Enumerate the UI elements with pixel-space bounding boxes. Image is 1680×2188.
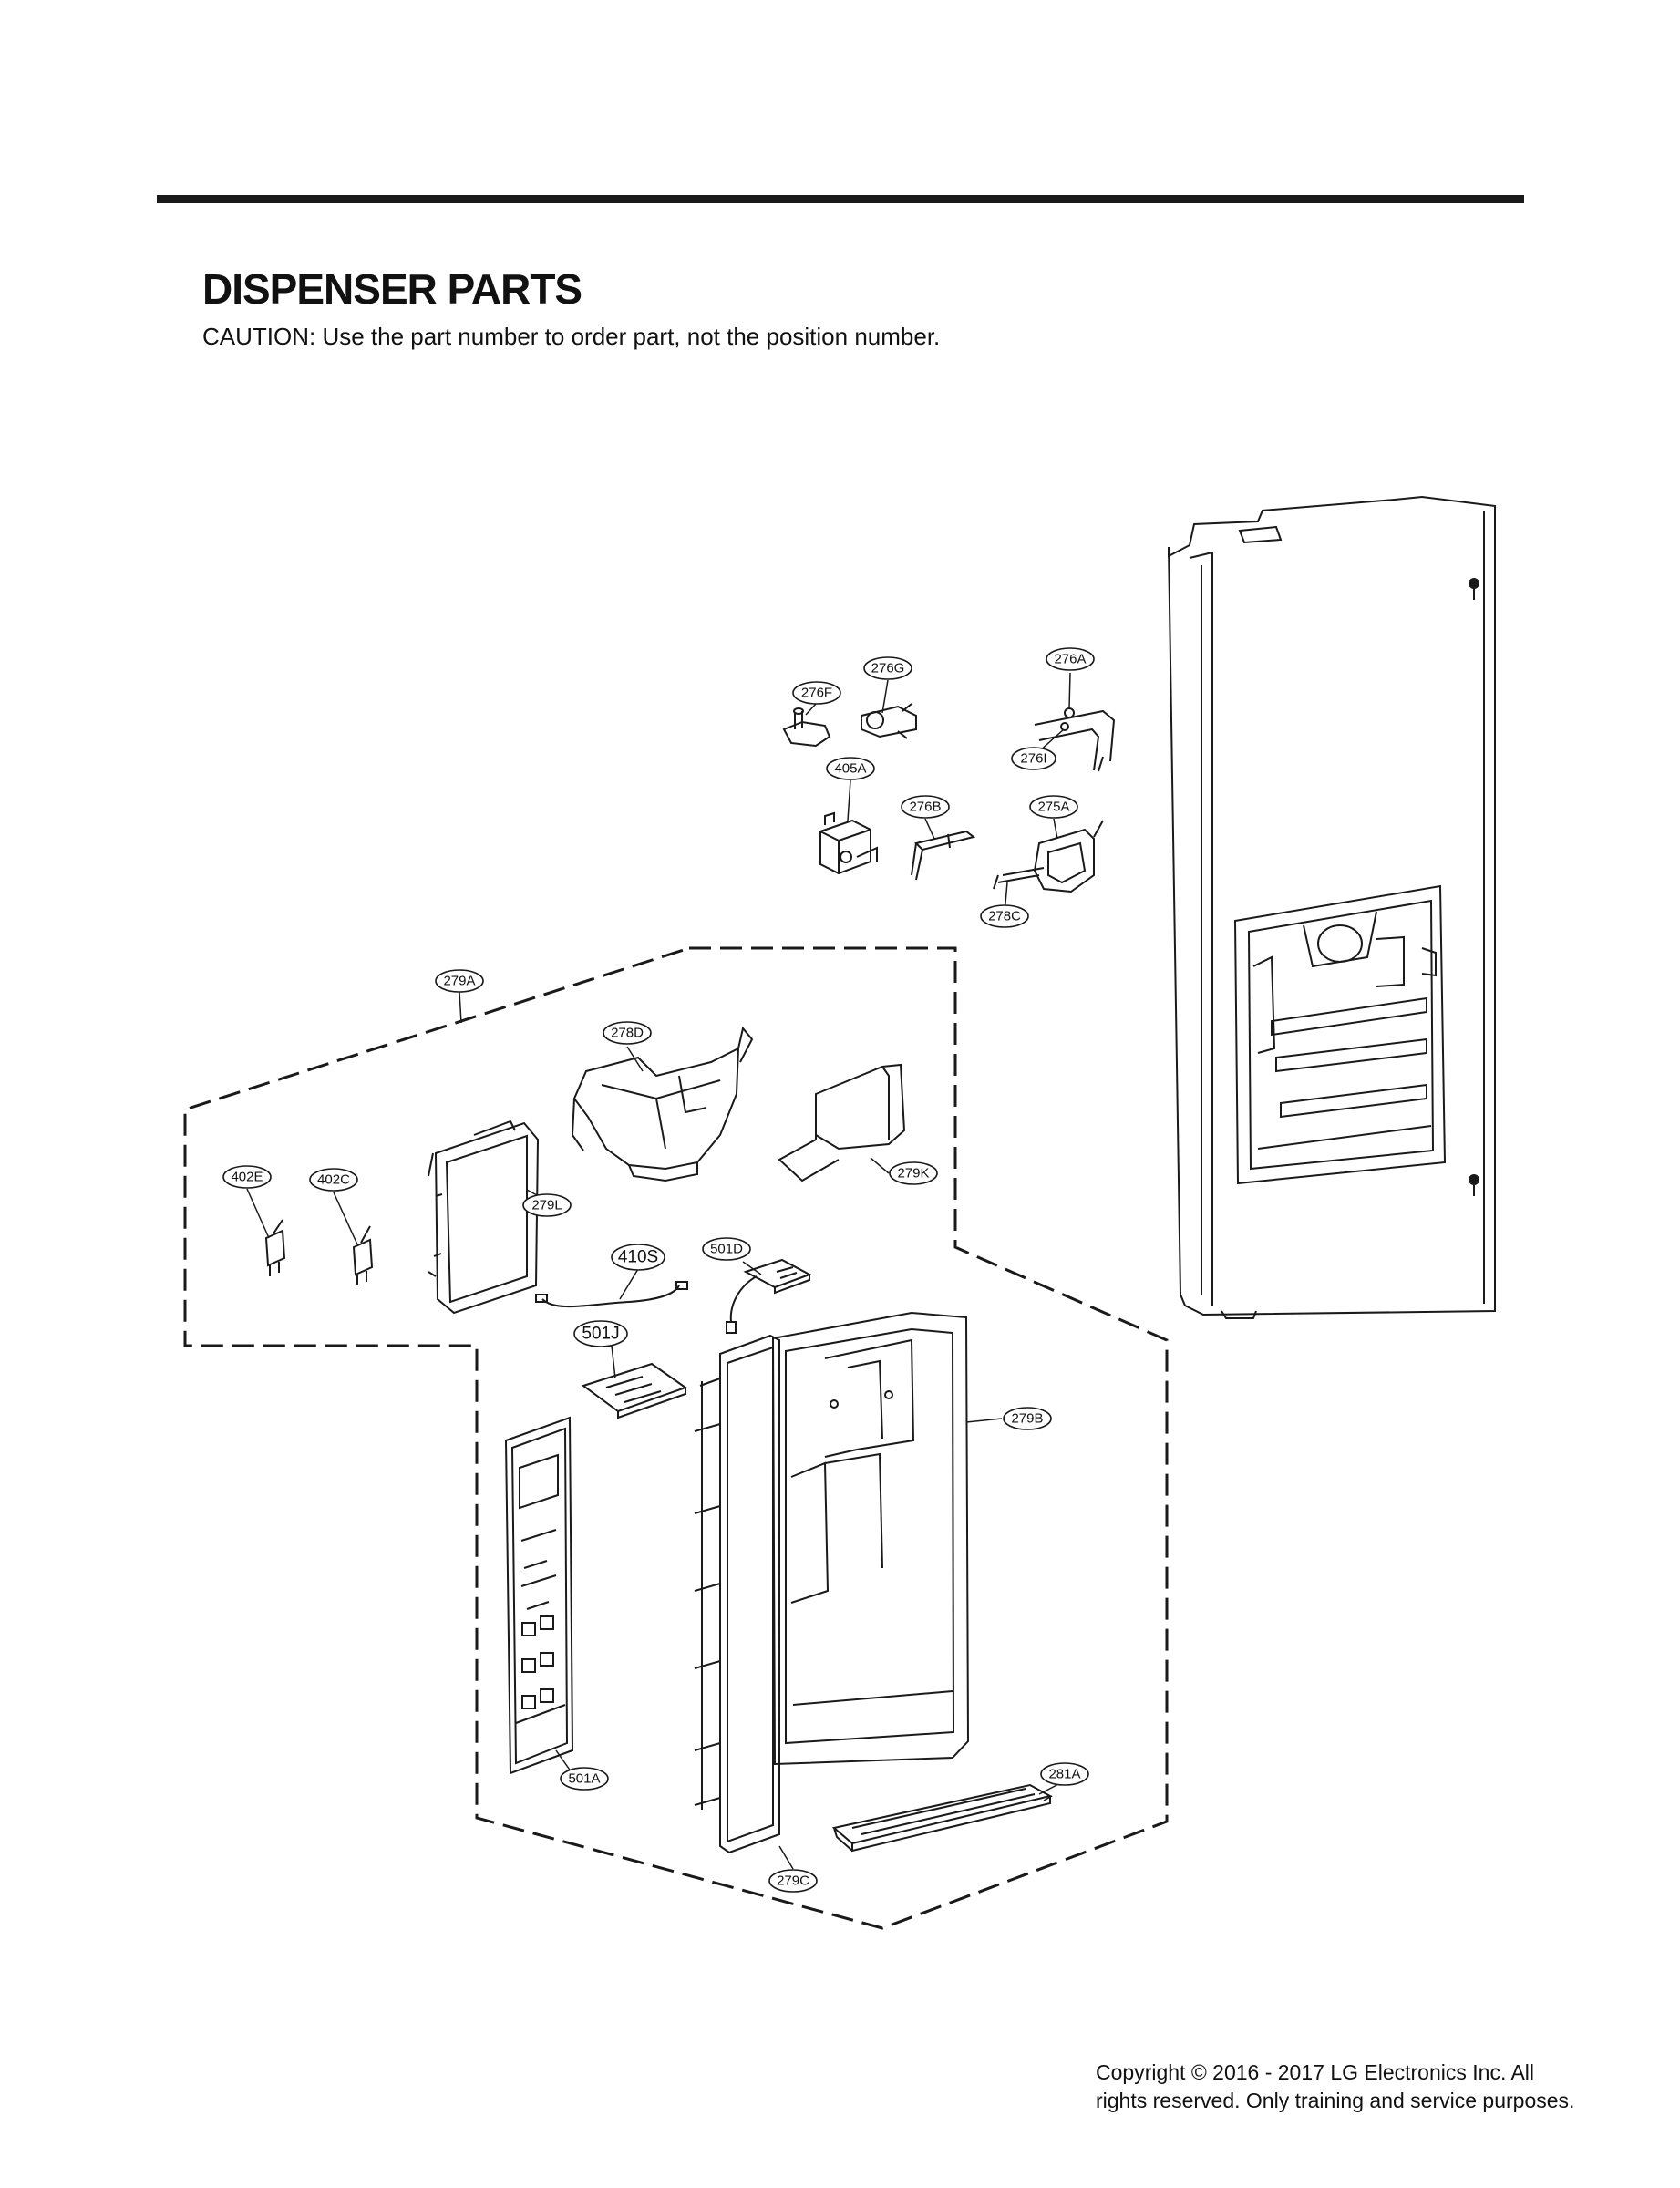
part-275a-278c bbox=[993, 820, 1104, 893]
callout-279k: 279K bbox=[897, 1166, 929, 1182]
callout-501d: 501D bbox=[710, 1242, 743, 1257]
callout-276a: 276A bbox=[1054, 652, 1086, 667]
callout-402c: 402C bbox=[317, 1172, 350, 1188]
callout-276g: 276G bbox=[871, 661, 905, 676]
copyright-notice: Copyright © 2016 - 2017 LG Electronics I… bbox=[1096, 2059, 1606, 2115]
part-501a bbox=[504, 1416, 574, 1775]
part-405a bbox=[819, 811, 878, 875]
callout-278c: 278C bbox=[988, 909, 1021, 924]
leader-lines bbox=[246, 672, 1071, 1870]
part-279l bbox=[428, 1120, 540, 1315]
callout-501a: 501A bbox=[568, 1771, 600, 1787]
top-rule bbox=[157, 195, 1524, 203]
callout-405a: 405A bbox=[834, 761, 866, 777]
caution-note: CAUTION: Use the part number to order pa… bbox=[202, 323, 941, 350]
assembly-boundary-279a bbox=[183, 946, 1169, 1930]
part-278d bbox=[571, 1026, 754, 1182]
copyright-line-2: rights reserved. Only training and servi… bbox=[1096, 2089, 1575, 2112]
part-276a-276i bbox=[1034, 707, 1116, 772]
door-panel bbox=[1168, 495, 1496, 1319]
part-279k bbox=[778, 1063, 906, 1182]
part-501d bbox=[726, 1258, 812, 1334]
callout-275a: 275A bbox=[1037, 800, 1069, 815]
part-501j bbox=[581, 1362, 688, 1419]
part-279b bbox=[771, 1311, 970, 1766]
callout-279c: 279C bbox=[777, 1873, 809, 1889]
part-410s bbox=[535, 1281, 688, 1308]
callout-276b: 276B bbox=[909, 800, 941, 815]
part-276f bbox=[782, 707, 831, 748]
callout-279a: 279A bbox=[443, 974, 475, 989]
part-402e bbox=[264, 1219, 286, 1276]
callout-bubbles bbox=[222, 647, 1095, 1893]
callout-279l: 279L bbox=[531, 1198, 562, 1213]
copyright-line-1: Copyright © 2016 - 2017 LG Electronics I… bbox=[1096, 2060, 1535, 2084]
part-279c bbox=[694, 1334, 780, 1854]
callout-276f: 276F bbox=[801, 686, 832, 701]
part-402c bbox=[352, 1225, 374, 1285]
part-281a bbox=[831, 1783, 1053, 1853]
callout-279b: 279B bbox=[1011, 1411, 1043, 1427]
page-title: DISPENSER PARTS bbox=[202, 265, 582, 313]
callout-278d: 278D bbox=[611, 1026, 644, 1041]
part-276g bbox=[861, 703, 917, 739]
callout-402e: 402E bbox=[231, 1170, 263, 1185]
callout-501j: 501J bbox=[582, 1325, 619, 1344]
callout-410s: 410S bbox=[618, 1248, 658, 1267]
callout-276i: 276I bbox=[1020, 751, 1046, 767]
callout-281a: 281A bbox=[1048, 1767, 1080, 1782]
part-276b bbox=[911, 830, 976, 881]
